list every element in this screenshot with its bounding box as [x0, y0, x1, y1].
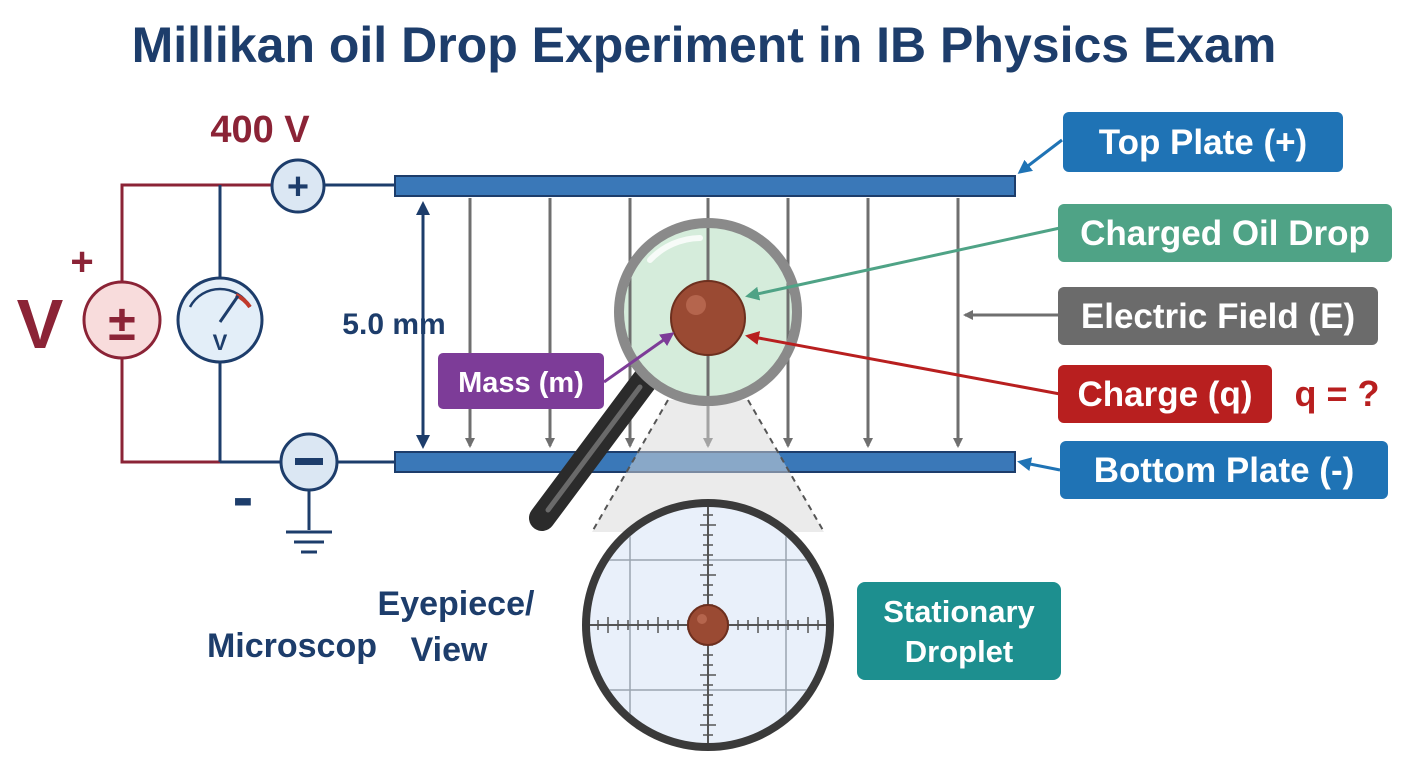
top-plate: [394, 175, 1016, 197]
circuit-wires: [120, 183, 395, 530]
stationary-label-line2: Droplet: [905, 634, 1014, 669]
positive-terminal: +: [270, 158, 326, 214]
top-plate-label: Top Plate (+): [1063, 112, 1343, 172]
oil-drop: [670, 280, 746, 356]
source-label: V: [17, 285, 64, 363]
voltage-source: ±: [82, 280, 162, 360]
source-symbol: ±: [108, 295, 135, 351]
circuit-minus: -: [233, 463, 254, 532]
oil-drop-label-text: Charged Oil Drop: [1080, 214, 1370, 253]
stationary-label: Stationary Droplet: [857, 582, 1061, 680]
top-plate-label-text: Top Plate (+): [1099, 123, 1307, 162]
oil-drop-label: Charged Oil Drop: [1058, 204, 1392, 262]
field-label-text: Electric Field (E): [1081, 297, 1355, 336]
mass-label: Mass (m): [438, 353, 604, 409]
separation-label: 5.0 mm: [342, 308, 445, 341]
eyepiece-caption-1: Eyepiece/: [378, 585, 535, 623]
source-plus: +: [70, 240, 93, 284]
positive-terminal-sign: +: [287, 166, 309, 208]
negative-terminal: [279, 432, 339, 492]
bottom-plate-label: Bottom Plate (-): [1060, 441, 1388, 499]
stationary-drop: [687, 604, 729, 646]
charge-question: q = ?: [1294, 373, 1379, 414]
leader-arrows: [603, 138, 1063, 472]
voltmeter-icon: V: [176, 276, 264, 364]
magnifier-icon: [529, 218, 802, 531]
eyepiece-view: [582, 499, 834, 751]
ground-icon: [286, 530, 332, 554]
eyepiece-caption-3: View: [411, 631, 488, 669]
charge-label: Charge (q): [1058, 365, 1272, 423]
meter-symbol: V: [213, 330, 228, 355]
charge-label-text: Charge (q): [1078, 375, 1253, 414]
voltage-label: 400 V: [210, 109, 310, 151]
stationary-label-line1: Stationary: [883, 594, 1035, 629]
eyepiece-caption-2: Microscop: [207, 627, 377, 665]
bottom-plate-label-text: Bottom Plate (-): [1094, 451, 1355, 490]
page-title: Millikan oil Drop Experiment in IB Physi…: [132, 17, 1277, 73]
mass-label-text: Mass (m): [458, 367, 584, 399]
field-label: Electric Field (E): [1058, 287, 1378, 345]
